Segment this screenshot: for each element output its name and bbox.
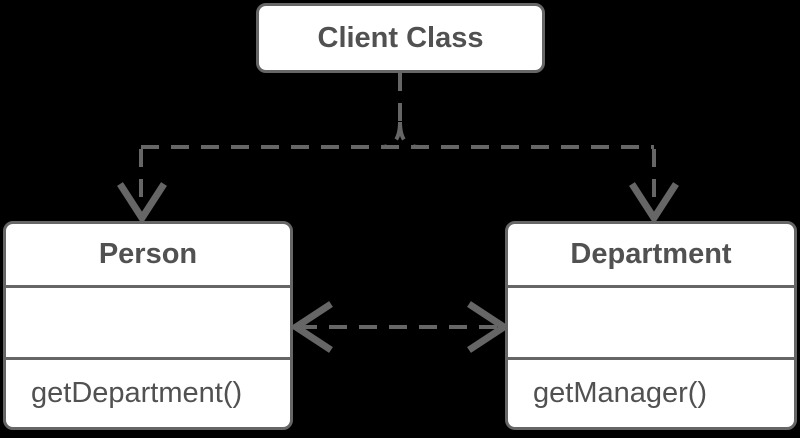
person-header: Person [6,224,290,285]
person-attributes-section [6,285,290,357]
client-fork-left-curve [380,121,402,149]
department-header: Department [508,224,794,285]
person-method-label: getDepartment() [31,377,243,409]
department-title: Department [570,238,732,270]
arrowhead-right-icon [467,301,511,353]
arrowhead-down-right-icon [629,182,679,225]
arrowhead-down-left-icon [117,182,167,225]
department-attributes-section [508,285,794,357]
person-methods-section: getDepartment() [6,357,290,427]
person-title: Person [98,238,198,270]
node-client-class: Client Class [256,3,545,73]
node-department: Department getManager() [505,221,797,430]
arrowhead-left-icon [289,301,333,353]
department-methods-section: getManager() [508,357,794,427]
client-fork-right-curve [398,121,420,149]
department-method-label: getManager() [533,377,708,409]
client-class-title: Client Class [317,21,484,54]
node-person: Person getDepartment() [3,221,293,430]
